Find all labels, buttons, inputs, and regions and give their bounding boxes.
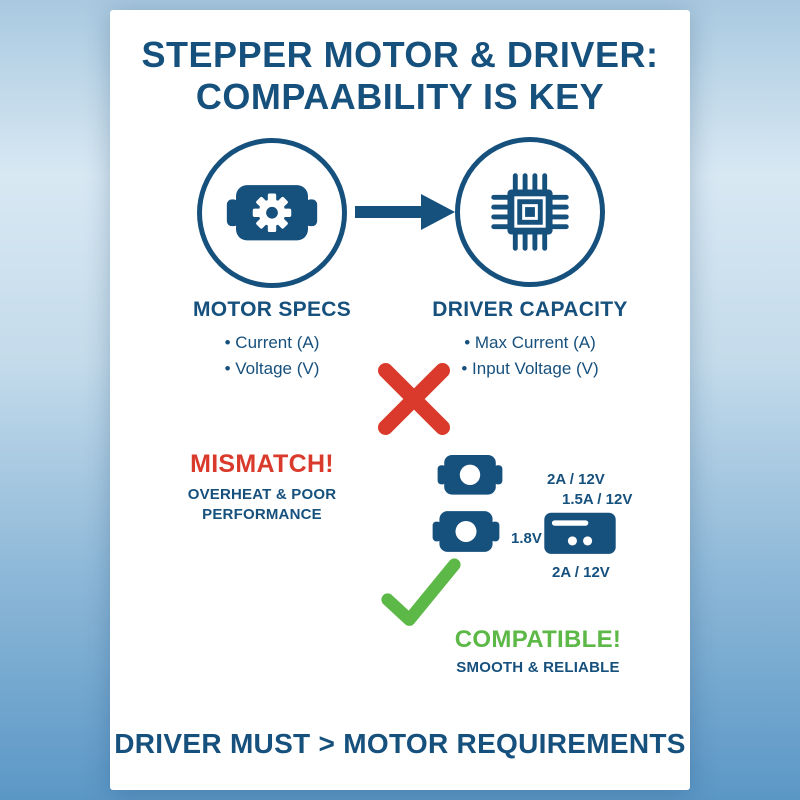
driver-capacity-label: DRIVER CAPACITY: [432, 298, 628, 321]
driver-capacity-bullets: • Max Current (A) • Input Voltage (V): [405, 330, 655, 383]
compatible-subtitle: SMOOTH & RELIABLE: [456, 659, 620, 676]
green-check-icon: [381, 558, 461, 628]
motor-icon-small: [432, 508, 500, 556]
motor-specs-label: MOTOR SPECS: [192, 298, 352, 321]
spec-label-driver2: 2A / 12V: [552, 564, 610, 581]
red-x-icon: [374, 357, 454, 441]
bullet-item: • Voltage (V): [224, 359, 320, 379]
spec-label-driver1: 1.5A / 12V: [562, 491, 633, 508]
poster-title-line1: STEPPER MOTOR & DRIVER:: [141, 34, 659, 75]
chip-icon: [481, 163, 579, 261]
motor-gear-icon: [226, 181, 318, 245]
spec-label-motor2: 1.8V: [511, 530, 542, 547]
mismatch-block: MISMATCH! OVERHEAT & POOR PERFORMANCE: [142, 450, 382, 524]
motor-icon-small: [437, 452, 503, 498]
bullet-item: • Current (A): [224, 333, 320, 352]
footer-rule: DRIVER MUST > MOTOR REQUIREMENTS: [114, 728, 686, 759]
spec-label-motor1: 2A / 12V: [547, 471, 605, 488]
compatible-title: COMPATIBLE!: [454, 626, 622, 653]
driver-capacity-circle: [455, 137, 605, 287]
infographic-card: STEPPER MOTOR & DRIVER: COMPAABILITY IS …: [110, 10, 690, 790]
bullet-item: • Max Current (A): [464, 333, 596, 352]
mismatch-subtitle: OVERHEAT & POOR PERFORMANCE: [142, 485, 382, 524]
mismatch-title: MISMATCH!: [190, 450, 334, 478]
bullet-item: • Input Voltage (V): [461, 359, 599, 379]
mismatch-subtitle-line1: OVERHEAT & POOR: [187, 486, 337, 503]
arrow-right-icon: [355, 194, 455, 230]
mismatch-subtitle-line2: PERFORMANCE: [202, 505, 322, 523]
poster-title-line2: COMPAABILITY IS KEY: [195, 75, 605, 117]
driver-box-icon: [542, 509, 618, 557]
compatible-block: COMPATIBLE! SMOOTH & RELIABLE: [418, 626, 658, 676]
motor-specs-bullets: • Current (A) • Voltage (V): [147, 330, 397, 383]
motor-specs-circle: [197, 138, 347, 288]
poster-title: STEPPER MOTOR & DRIVER: COMPAABILITY IS …: [110, 34, 690, 118]
